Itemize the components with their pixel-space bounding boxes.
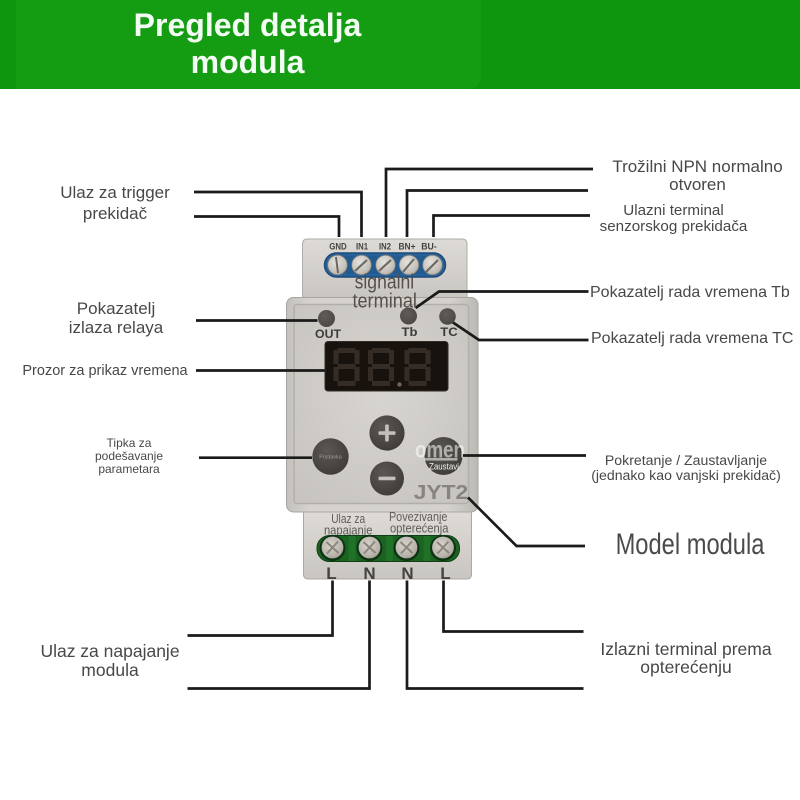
svg-text:N: N <box>401 564 413 583</box>
svg-text:opterećenja: opterećenja <box>390 522 449 536</box>
svg-text:IN2: IN2 <box>379 242 391 253</box>
svg-text:N: N <box>363 564 375 583</box>
svg-text:BN+: BN+ <box>399 242 416 253</box>
svg-text:IN1: IN1 <box>356 242 369 253</box>
svg-text:Ulaz za: Ulaz za <box>331 512 365 526</box>
svg-text:TC: TC <box>440 327 458 339</box>
svg-text:L: L <box>326 564 336 583</box>
svg-text:Postavka: Postavka <box>319 455 343 461</box>
svg-text:BU-: BU- <box>421 242 437 253</box>
svg-text:signalni: signalni <box>355 272 415 294</box>
svg-text:JYT2: JYT2 <box>414 482 469 504</box>
svg-text:Tb: Tb <box>402 327 418 339</box>
svg-text:OUT: OUT <box>315 329 341 341</box>
svg-text:terminal: terminal <box>352 291 417 313</box>
svg-text:napajanje: napajanje <box>324 524 373 538</box>
svg-text:GND: GND <box>329 242 347 253</box>
svg-text:Povezivanje: Povezivanje <box>389 510 448 524</box>
svg-text:L: L <box>440 564 450 583</box>
svg-text:Zaustavi: Zaustavi <box>429 462 459 472</box>
